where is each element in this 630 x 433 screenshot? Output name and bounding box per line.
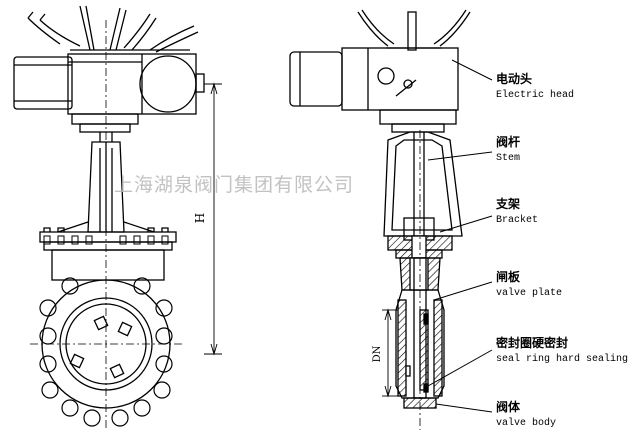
electric-head-front (13, 53, 205, 133)
label-stem-en: Stem (496, 153, 520, 164)
dn-dimension (382, 308, 398, 398)
label-stem-zh: 阀杆 (496, 134, 520, 149)
h-dimension (204, 82, 222, 356)
label-seal-ring-zh: 密封圈硬密封 (496, 335, 568, 350)
label-valve-plate-zh: 闸板 (496, 269, 521, 284)
callout-labels: 电动头 Electric head 阀杆 Stem 支架 Bracket 闸板 … (495, 71, 628, 429)
label-electric-head-en: Electric head (496, 89, 574, 101)
diameter-dimension-label: DN (372, 345, 383, 362)
handwheel-side (357, 9, 471, 51)
label-bracket-zh: 支架 (495, 196, 520, 211)
label-seal-ring-en: seal ring hard sealing (496, 353, 628, 365)
stem-bracket-side (383, 131, 463, 241)
company-watermark: 上海湖泉阀门集团有限公司 (114, 174, 354, 196)
electric-head-side (289, 47, 459, 133)
label-valve-body-en: valve body (496, 417, 556, 429)
label-bracket-en: Bracket (496, 214, 538, 226)
label-valve-body-zh: 阀体 (496, 399, 521, 414)
height-dimension-label: H (193, 213, 207, 223)
label-electric-head-zh: 电动头 (496, 71, 532, 86)
leader-lines (427, 59, 493, 413)
handwheel-front (27, 5, 199, 53)
center-lines-front (30, 20, 184, 430)
side-view (289, 9, 493, 430)
label-valve-plate-en: valve plate (496, 287, 562, 299)
front-view (13, 5, 222, 430)
top-flange-front (39, 227, 177, 281)
